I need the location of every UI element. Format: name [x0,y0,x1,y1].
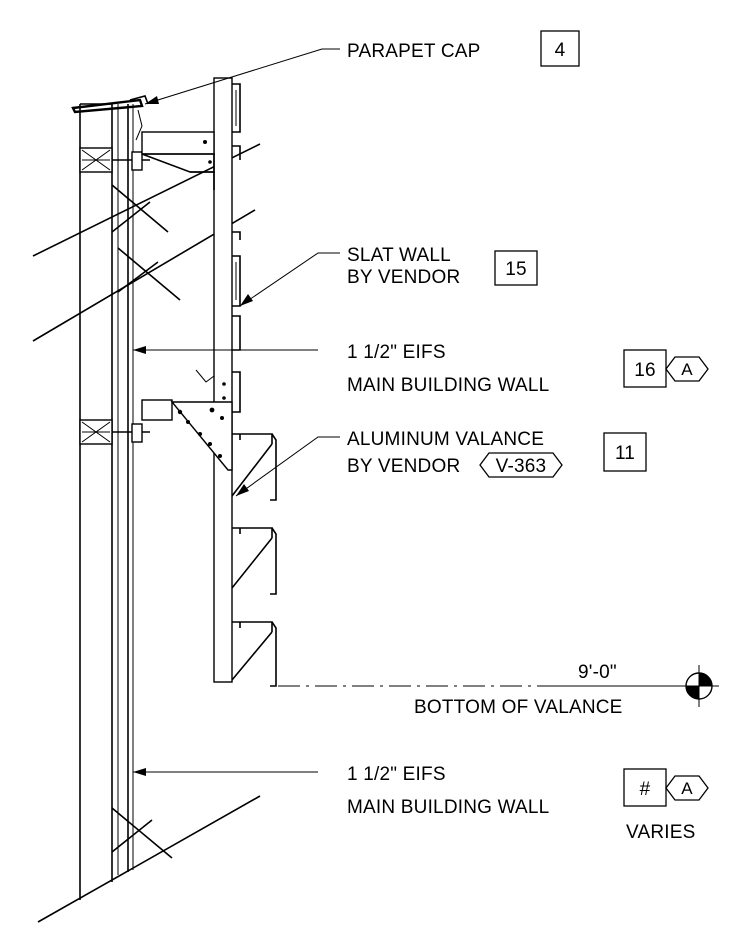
slat-wall-label-line1: SLAT WALL [347,245,451,266]
lower-wood-blocking [79,419,150,445]
elevation-value: 9'-0" [578,662,617,683]
main-building-wall [79,103,134,900]
valance-label-line2: BY VENDOR [347,456,460,477]
valance-tag-box [603,432,647,472]
leader-lines [133,48,340,776]
upper-bracket [135,109,215,190]
eifs-lower-revision: A [681,779,693,798]
eifs-upper-label-line1: 1 1/2" EIFS [347,342,446,363]
eifs-lower-label-line1: 1 1/2" EIFS [347,764,446,785]
slat-wall-label-line2: BY VENDOR [347,267,460,288]
valance-hexagon [479,452,563,478]
eifs-lower-note: VARIES [626,822,695,843]
eifs-upper-tag: 16 [634,360,656,381]
eifs-upper-revision-hexagon [665,356,709,382]
parapet-cap-label: PARAPET CAP [347,41,480,62]
parapet-cap-tag-box [540,30,580,67]
parapet-cap-shape [71,95,149,114]
parapet-cap-tag: 4 [555,40,566,61]
lower-bracket [141,369,233,471]
aluminum-valance [231,433,277,687]
slat-wall-tag-box [494,250,538,286]
eifs-upper-label-line2: MAIN BUILDING WALL [347,375,549,396]
eifs-lower-tag-box [623,768,667,807]
eifs-lower-revision-hexagon [665,775,709,801]
upper-wood-blocking [79,147,150,173]
elevation-label: BOTTOM OF VALANCE [414,697,623,718]
slat-wall-tag: 15 [505,259,527,280]
eifs-lower-tag: # [640,779,651,800]
eifs-upper-tag-box [623,349,667,388]
valance-tag: 11 [615,443,635,464]
slat-wall-framing [213,77,241,683]
eifs-upper-revision: A [681,360,693,379]
valance-hexagon-text: V-363 [496,456,547,477]
valance-label-line1: ALUMINUM VALANCE [347,429,544,450]
eifs-lower-label-line2: MAIN BUILDING WALL [347,797,549,818]
elevation-target-icon [679,665,719,707]
